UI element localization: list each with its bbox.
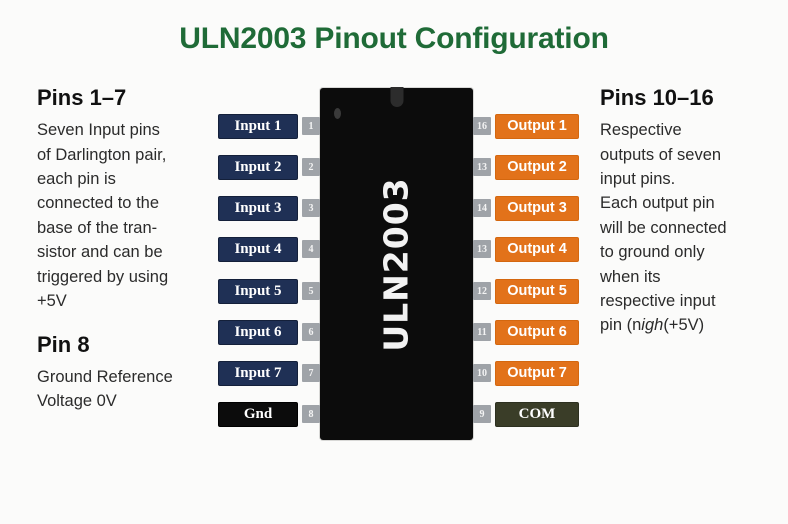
left-description-column: Pins 1–7 Seven Input pins of Darlington …	[37, 85, 217, 413]
pins-10-16-body-before: Respective outputs of seven input pins. …	[600, 121, 727, 335]
pin-label-output-6: Output 6	[495, 319, 579, 345]
pin-label-output-2: Output 2	[495, 154, 579, 180]
pin-label-output-3: Output 3	[495, 195, 579, 221]
pin-number-8: 8	[302, 405, 320, 423]
pin-number-7: 7	[302, 364, 320, 382]
pin-8-body: Ground Reference Voltage 0V	[37, 367, 173, 411]
pin-number-4: 4	[302, 240, 320, 258]
pin-label-output-4: Output 4	[495, 236, 579, 262]
pin-label-output-5: Output 5	[495, 278, 579, 304]
right-description-column: Pins 10–16 Respective outputs of seven i…	[600, 85, 788, 338]
pins-10-16-heading: Pins 10–16	[600, 85, 714, 110]
chip-label-text: ULN2003	[377, 176, 417, 352]
pin-label-input-3: Input 3	[218, 195, 298, 221]
page-title: ULN2003 Pinout Configuration	[179, 22, 609, 55]
pin-label-com: COM	[495, 401, 579, 427]
chip-notch-icon	[390, 87, 403, 107]
pins-10-16-body-after: (+5V)	[663, 316, 705, 335]
pin-number-1: 1	[302, 117, 320, 135]
pins-10-16-body-italic: igh	[641, 316, 664, 335]
pin-number-2: 2	[302, 158, 320, 176]
pins-1-7-heading: Pins 1–7	[37, 85, 127, 110]
pin-number-11: 11	[473, 323, 491, 341]
chip-pin1-dot-icon	[334, 108, 341, 119]
pin-number-9: 9	[473, 405, 491, 423]
pin-label-gnd: Gnd	[218, 401, 298, 427]
pins-1-7-body: Seven Input pins of Darlington pair, eac…	[37, 121, 169, 311]
pin-number-3: 3	[302, 199, 320, 217]
pin-number-13: 13	[473, 240, 491, 258]
pin-8-heading: Pin 8	[37, 332, 90, 358]
pin-label-input-1: Input 1	[218, 113, 298, 139]
pin-label-output-7: Output 7	[495, 360, 579, 386]
pins-10-16-body: Respective outputs of seven input pins. …	[600, 118, 788, 338]
pin-label-input-7: Input 7	[218, 360, 298, 386]
pin-label-input-5: Input 5	[218, 278, 298, 304]
chip-label: ULN2003	[320, 88, 473, 440]
pin-label-input-4: Input 4	[218, 236, 298, 262]
pin-number-6: 6	[302, 323, 320, 341]
pin-number-10: 10	[473, 364, 491, 382]
pin-number-16: 16	[473, 117, 491, 135]
pin-number-5: 5	[302, 282, 320, 300]
pin-number-12: 12	[473, 282, 491, 300]
pin-number-13: 13	[473, 158, 491, 176]
chip-body: ULN2003	[320, 87, 473, 440]
pin-number-14: 14	[473, 199, 491, 217]
pin-label-input-6: Input 6	[218, 319, 298, 345]
pin-label-input-2: Input 2	[218, 154, 298, 180]
pin-label-output-1: Output 1	[495, 113, 579, 139]
